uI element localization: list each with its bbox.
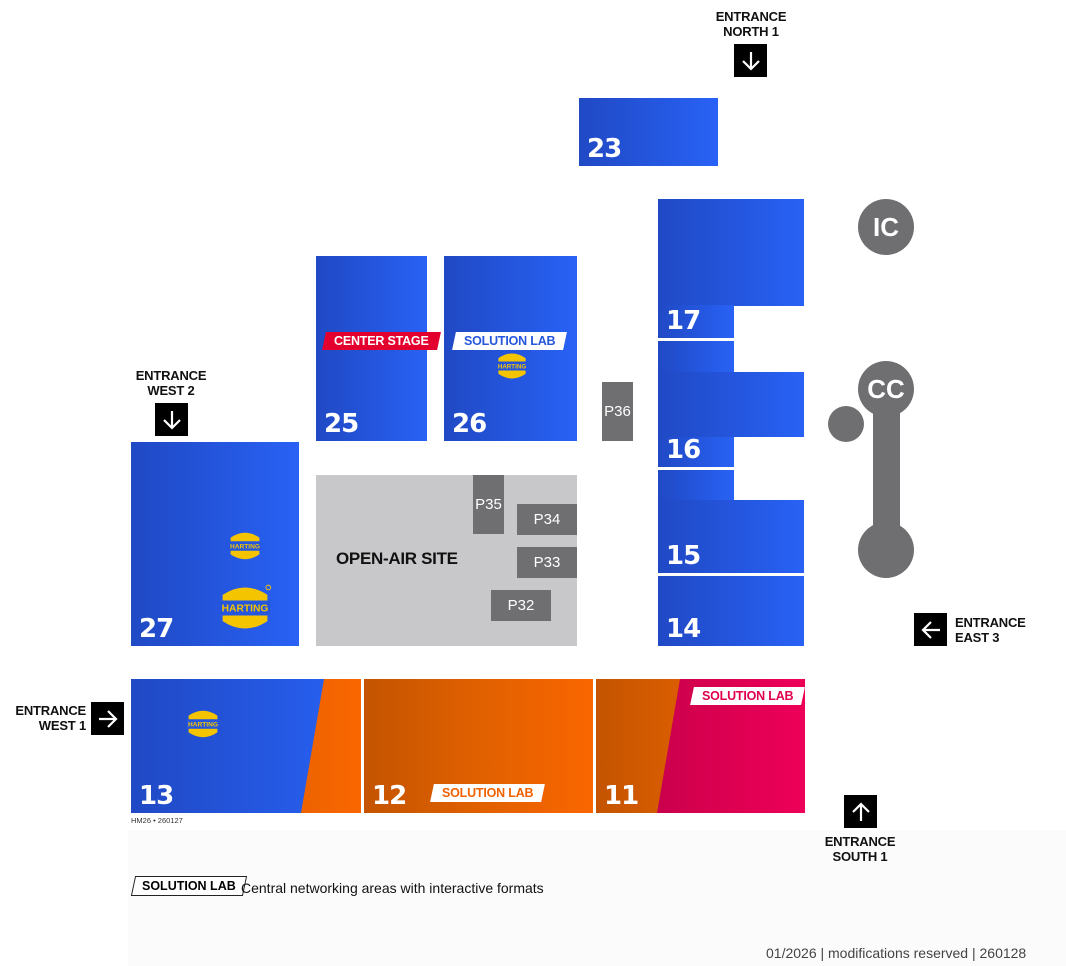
hall-number: 17: [666, 306, 701, 336]
hall-17[interactable]: 17: [658, 199, 804, 338]
hall-27[interactable]: HARTING HARTING 27: [131, 442, 299, 646]
hall-14[interactable]: 14: [658, 576, 804, 646]
center-stage-badge[interactable]: CENTER STAGE: [322, 332, 441, 350]
entrance-label-line2: NORTH 1: [723, 24, 779, 39]
hall-number: 15: [666, 541, 701, 571]
hall-number: 11: [604, 781, 639, 811]
hall-number: 26: [452, 409, 487, 439]
arrow-down-icon: [741, 51, 760, 71]
entrance-label-line2: WEST 2: [147, 383, 195, 398]
hall-23[interactable]: 23: [579, 98, 718, 166]
entrance-south-1-marker[interactable]: [844, 795, 877, 828]
entrance-label-line1: ENTRANCE: [715, 9, 787, 24]
pavilion-p35[interactable]: P35: [473, 475, 504, 534]
harting-logo-large-icon[interactable]: HARTING: [217, 580, 273, 636]
svg-text:HARTING: HARTING: [188, 721, 218, 728]
pavilion-p33[interactable]: P33: [517, 547, 577, 578]
hall-number: 25: [324, 409, 359, 439]
badge-label: CENTER STAGE: [334, 334, 429, 348]
venue-ic[interactable]: IC: [858, 199, 914, 255]
solution-lab-badge[interactable]: SOLUTION LAB: [690, 687, 806, 705]
legend-area-background: [128, 830, 1066, 966]
badge-label: SOLUTION LAB: [442, 786, 534, 800]
entrance-east-3-label: ENTRANCE EAST 3: [955, 615, 1026, 645]
arrow-right-icon: [98, 709, 118, 728]
svg-text:HARTING: HARTING: [222, 604, 269, 615]
footer-note: 01/2026 | modifications reserved | 26012…: [766, 945, 1027, 961]
arrow-left-icon: [920, 620, 940, 639]
harting-logo-icon[interactable]: HARTING: [185, 707, 221, 741]
pavilion-p32[interactable]: P32: [491, 590, 551, 621]
hall-number: 14: [666, 614, 701, 644]
legend-solution-lab-badge: SOLUTION LAB: [130, 876, 247, 896]
open-air-site[interactable]: OPEN-AIR SITE P35 P34 P33 P32: [316, 475, 577, 646]
arrow-up-icon: [851, 801, 870, 821]
entrance-east-3-marker[interactable]: [914, 613, 947, 646]
pavilion-p34[interactable]: P34: [517, 504, 577, 535]
solution-lab-badge[interactable]: SOLUTION LAB: [452, 332, 568, 350]
hall-25[interactable]: CENTER STAGE 25: [316, 256, 441, 441]
entrance-north-1-marker[interactable]: [734, 44, 767, 77]
hall-12[interactable]: SOLUTION LAB 12: [364, 679, 593, 813]
arrow-down-icon: [162, 410, 181, 430]
harting-logo-icon[interactable]: HARTING: [495, 350, 529, 382]
hall-number: 27: [139, 614, 174, 644]
badge-label: SOLUTION LAB: [464, 334, 556, 348]
hall-15[interactable]: 15: [658, 470, 804, 573]
pavilion-p36[interactable]: P36: [602, 382, 633, 441]
entrance-label-line1: ENTRANCE: [955, 615, 1026, 630]
entrance-label-line1: ENTRANCE: [135, 368, 207, 383]
badge-label: SOLUTION LAB: [142, 879, 236, 893]
svg-text:HARTING: HARTING: [230, 543, 260, 550]
hall-11[interactable]: SOLUTION LAB 11: [596, 679, 806, 813]
cc-side-circle: [828, 406, 864, 442]
entrance-label-line1: ENTRANCE: [824, 834, 896, 849]
hall-number: 23: [587, 134, 622, 164]
cc-end-circle: [858, 522, 914, 578]
hall-number: 13: [139, 781, 174, 811]
entrance-west-1-label: ENTRANCE WEST 1: [14, 703, 86, 733]
entrance-label-line2: WEST 1: [38, 718, 86, 733]
map-code: HM26 • 260127: [131, 816, 183, 825]
hall-26[interactable]: SOLUTION LAB HARTING 26: [444, 256, 577, 441]
svg-text:HARTING: HARTING: [498, 363, 526, 370]
hall-number: 12: [372, 781, 407, 811]
entrance-label-line1: ENTRANCE: [15, 703, 86, 718]
venue-cc[interactable]: CC: [858, 361, 914, 417]
entrance-west-1-marker[interactable]: [91, 702, 124, 735]
entrance-west-2-marker[interactable]: [155, 403, 188, 436]
harting-logo-icon[interactable]: HARTING: [227, 528, 263, 564]
solution-lab-badge[interactable]: SOLUTION LAB: [430, 784, 546, 802]
entrance-west-2-label: ENTRANCE WEST 2: [135, 368, 207, 398]
hall-number: 16: [666, 435, 701, 465]
hall-13[interactable]: HARTING 13: [131, 679, 361, 813]
entrance-label-line2: SOUTH 1: [832, 849, 888, 864]
legend-description: Central networking areas with interactiv…: [241, 880, 544, 896]
entrance-south-1-label: ENTRANCE SOUTH 1: [824, 834, 896, 864]
entrance-north-1-label: ENTRANCE NORTH 1: [715, 9, 787, 39]
open-air-site-label: OPEN-AIR SITE: [336, 549, 458, 568]
hall-16[interactable]: 16: [658, 341, 804, 467]
entrance-label-line2: EAST 3: [955, 630, 1000, 645]
badge-label: SOLUTION LAB: [702, 689, 794, 703]
